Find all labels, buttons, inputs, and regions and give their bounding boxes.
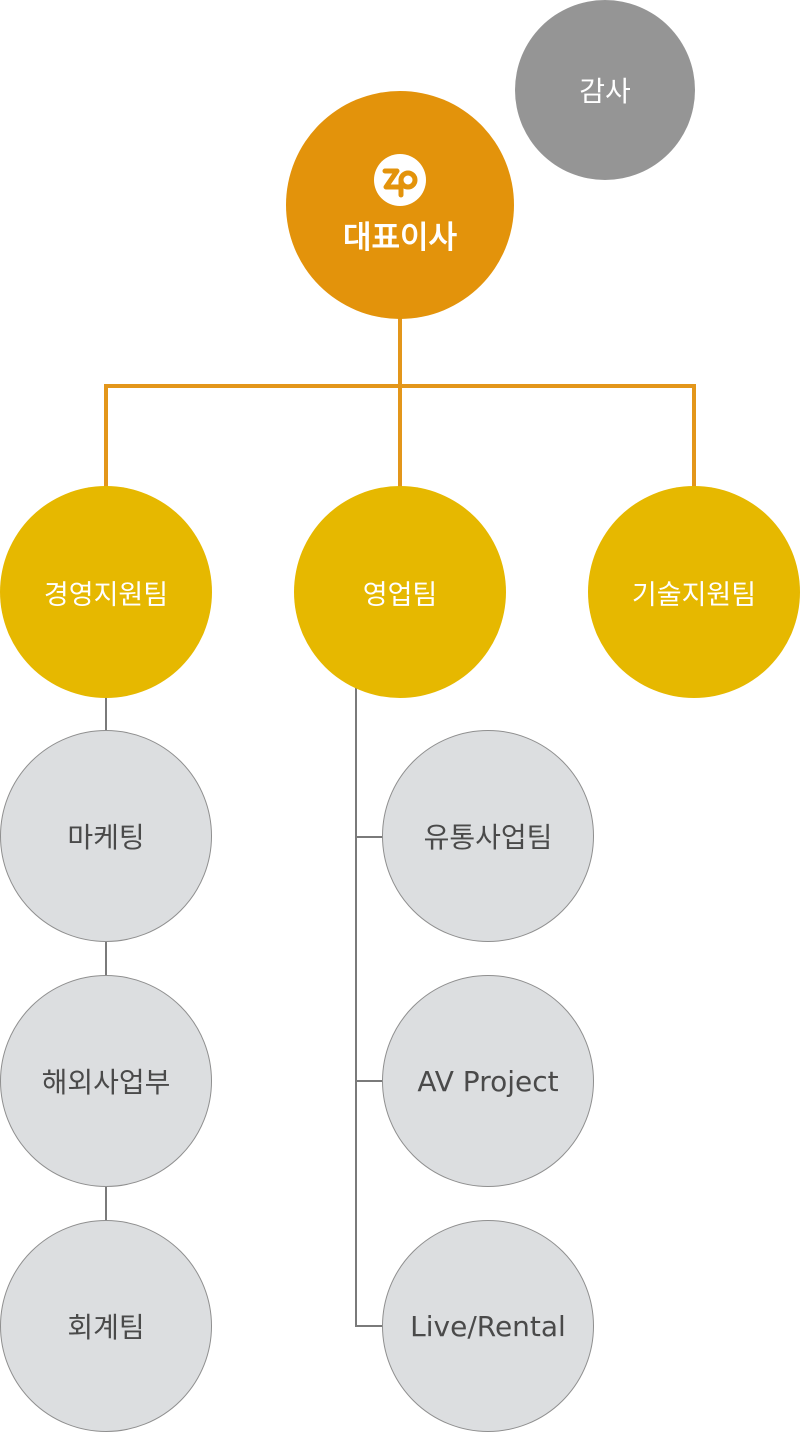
sub-unit-label: 해외사업부	[41, 1066, 171, 1099]
management-connector-2	[105, 942, 107, 976]
auditor-label: 감사	[579, 75, 631, 108]
ceo-trunk-line	[398, 318, 402, 388]
team-label: 경영지원팀	[43, 579, 169, 611]
sub-unit-label: 유통사업팀	[423, 821, 553, 854]
sales-vertical-connector	[355, 687, 357, 1327]
sub-unit-node: 마케팅	[0, 730, 212, 942]
sub-unit-label: 회계팀	[67, 1311, 145, 1344]
team-label: 영업팀	[362, 579, 438, 611]
team-node-management: 경영지원팀	[0, 486, 212, 698]
sales-tick-3	[355, 1325, 383, 1327]
sales-tick-1	[355, 836, 383, 838]
management-connector-1	[105, 697, 107, 731]
sub-unit-label: 마케팅	[67, 821, 145, 854]
zp-logo-icon	[374, 153, 426, 206]
team-label: 기술지원팀	[631, 579, 757, 611]
sub-unit-node: 회계팀	[0, 1220, 212, 1432]
sub-unit-label: AV Project	[417, 1064, 559, 1098]
auditor-node: 감사	[515, 0, 695, 180]
team-node-sales: 영업팀	[294, 486, 506, 698]
sub-unit-node: 해외사업부	[0, 975, 212, 1187]
management-connector-3	[105, 1187, 107, 1221]
team-node-tech: 기술지원팀	[588, 486, 800, 698]
ceo-node: 대표이사	[286, 91, 514, 319]
sub-unit-node: 유통사업팀	[382, 730, 594, 942]
team-drop-line-sales	[398, 384, 402, 488]
ceo-label: 대표이사	[342, 219, 458, 256]
sub-unit-node: Live/Rental	[382, 1220, 594, 1432]
team-drop-line-management	[104, 384, 108, 488]
sub-unit-node: AV Project	[382, 975, 594, 1187]
sales-tick-2	[355, 1080, 383, 1082]
sub-unit-label: Live/Rental	[410, 1309, 566, 1343]
team-drop-line-tech	[692, 384, 696, 488]
